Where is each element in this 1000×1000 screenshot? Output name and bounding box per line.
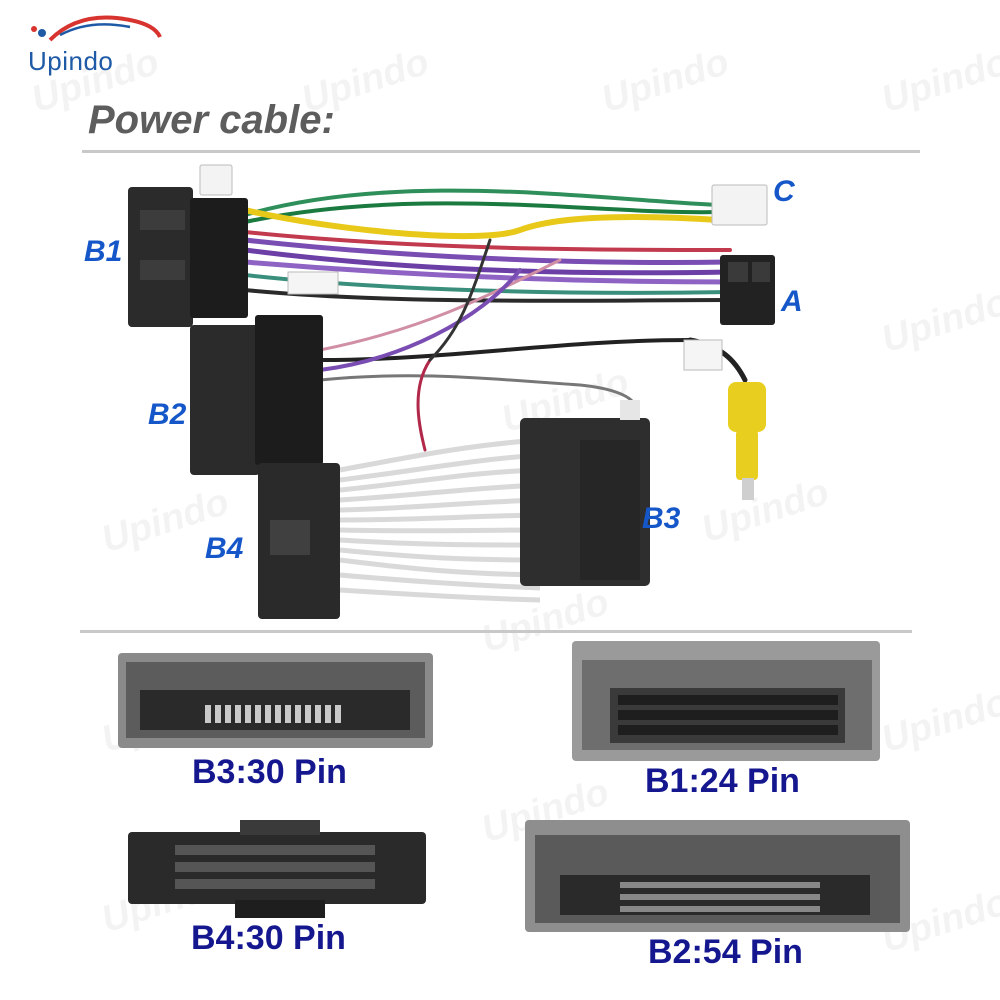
pinout-b3 (118, 653, 433, 748)
pin-label-b2: B2:54 Pin (648, 933, 803, 971)
label-b4: B4 (205, 532, 244, 565)
pin-label-b4: B4:30 Pin (191, 919, 346, 957)
label-b1: B1 (84, 235, 123, 268)
wire-bundle (242, 188, 748, 452)
connector-b1 (128, 187, 248, 327)
page-title: Power cable: (88, 98, 335, 142)
pinout-b2 (525, 820, 910, 932)
divider (82, 150, 920, 153)
label-b3: B3 (642, 502, 681, 535)
rca-connector (728, 382, 766, 500)
pinout-b1 (572, 641, 880, 761)
small-white-plug (199, 164, 233, 196)
pinout-b4 (128, 820, 426, 918)
car-logo-icon (31, 15, 162, 42)
label-b2: B2 (148, 398, 187, 431)
connector-b4 (258, 463, 340, 619)
connector-b3 (520, 400, 650, 586)
connector-c (711, 184, 768, 226)
power-cable-photo (128, 164, 775, 619)
connector-a (720, 255, 775, 325)
wire-tag (287, 271, 339, 295)
label-a: A (781, 285, 803, 318)
label-c: C (773, 175, 795, 208)
pin-label-b1: B1:24 Pin (645, 762, 800, 800)
white-wire-harness (339, 437, 541, 603)
connector-b2 (190, 315, 323, 475)
pin-label-b3: B3:30 Pin (192, 753, 347, 791)
brand-name: Upindo (28, 46, 114, 76)
divider (80, 630, 912, 633)
wire-tag (683, 339, 723, 371)
